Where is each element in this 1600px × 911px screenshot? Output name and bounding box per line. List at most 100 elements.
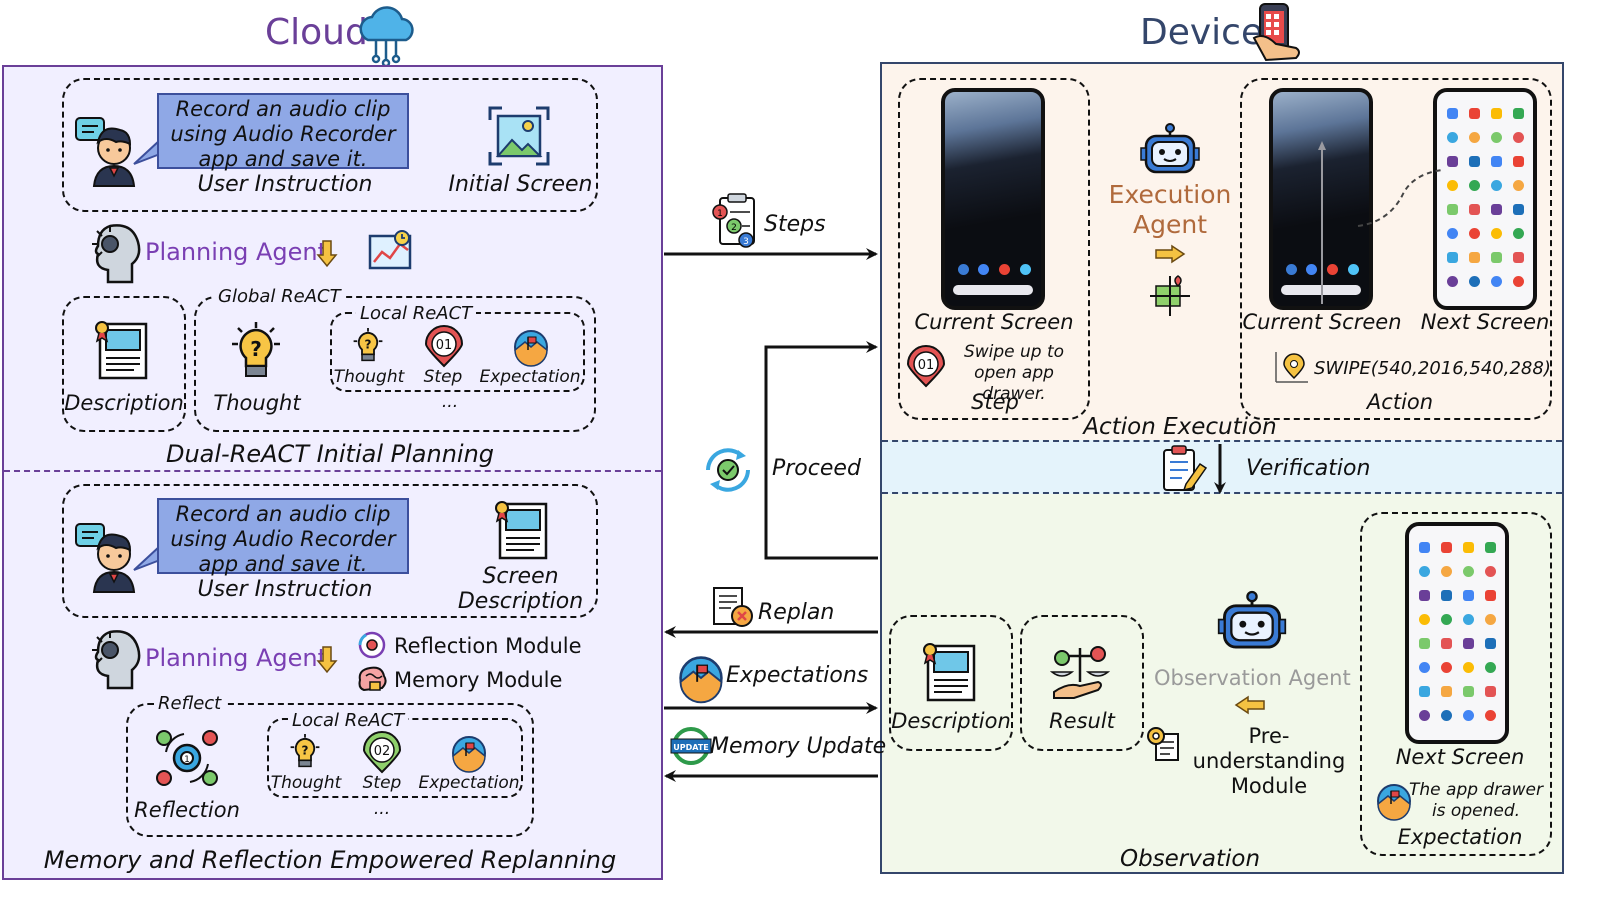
reflection-label: Reflection (134, 798, 240, 822)
cloud-divider (4, 470, 661, 472)
initial-screen-icon (488, 106, 550, 166)
pre-understanding-label: Pre-understanding Module (1192, 724, 1346, 798)
transition-dashed-arrow (1357, 169, 1443, 227)
thought-bulb-icon: ? (232, 322, 280, 377)
current-screen-label-2: Current Screen (1242, 310, 1402, 334)
user-avatar-icon-replan (75, 523, 136, 593)
replan-document-icon (713, 587, 753, 627)
memory-module-icon (358, 666, 387, 692)
app-icon (1469, 180, 1480, 191)
execution-agent-label: Execution Agent (1108, 180, 1232, 239)
app-icon (1419, 542, 1430, 553)
app-icon (1441, 542, 1452, 553)
expectation-label-device: Expectation (1397, 825, 1523, 849)
next-screen-phone (1433, 88, 1537, 310)
ellipsis-initial: ... (441, 392, 459, 412)
app-icon (1463, 566, 1474, 577)
app-icon (1485, 614, 1496, 625)
svg-text:1: 1 (717, 209, 723, 219)
step-label-replan: Step (362, 773, 402, 793)
app-icon (1419, 614, 1430, 625)
app-icon (1469, 108, 1480, 119)
cloud-panel (2, 65, 663, 880)
app-icon (1491, 276, 1502, 287)
reflection-module-label: Reflection Module (394, 634, 582, 658)
replan-label: Replan (758, 600, 835, 625)
expectation-target-icon-replan (452, 736, 486, 773)
execution-agent-robot-icon (1140, 123, 1200, 174)
section-title-initial-planning: Dual-ReACT Initial Planning (165, 440, 495, 468)
app-icon (1441, 638, 1452, 649)
expectations-label: Expectations (726, 663, 869, 688)
steps-label: Steps (764, 212, 826, 237)
expectation-label-replan: Expectation (418, 773, 520, 793)
svg-text:?: ? (302, 743, 309, 757)
arrow-left-icon (1234, 695, 1265, 715)
ellipsis-replan: ... (373, 799, 391, 819)
step-label-device: Step (971, 390, 1019, 414)
next-screen-label-observation: Next Screen (1395, 745, 1525, 769)
expectation-label-initial: Expectation (479, 367, 581, 387)
plan-chart-icon (368, 230, 412, 270)
app-icon (1513, 228, 1524, 239)
app-icon (1485, 686, 1496, 697)
update-badge: UPDATE (673, 743, 709, 752)
user-avatar-icon (75, 117, 136, 187)
observation-agent-label: Observation Agent (1154, 666, 1351, 690)
proceed-cycle-icon (706, 448, 750, 492)
current-screen-label: Current Screen (914, 310, 1074, 334)
arrow-right-icon (1155, 244, 1186, 264)
app-icon (1513, 132, 1524, 143)
instruction-bubble-initial: Record an audio clip using Audio Recorde… (157, 93, 409, 171)
action-box (1240, 78, 1552, 420)
memory-update-icon: UPDATE (670, 727, 712, 765)
app-icon (1447, 108, 1458, 119)
instruction-box-initial (62, 78, 598, 212)
global-react-box (194, 296, 596, 432)
cloud-title: Cloud (265, 12, 368, 53)
svg-text:2: 2 (731, 223, 737, 233)
app-icon (1513, 108, 1524, 119)
app-icon (1469, 252, 1480, 263)
initial-screen-label: Initial Screen (448, 172, 593, 197)
thought-bulb-small-icon-replan: ? (290, 734, 320, 768)
instruction-box-replan (62, 484, 598, 618)
app-icon (1447, 252, 1458, 263)
planning-agent-icon-replan (92, 630, 141, 690)
step-pin-icon-device: 01 (906, 345, 946, 388)
app-icon (1469, 276, 1480, 287)
app-icon (1513, 156, 1524, 167)
section-title-observation: Observation (1119, 846, 1261, 872)
app-icon (1491, 180, 1502, 191)
svg-text:3: 3 (743, 237, 749, 247)
swipe-arrow (1318, 141, 1326, 304)
app-icon (1419, 590, 1430, 601)
app-icon (1513, 180, 1524, 191)
result-scale-icon (1049, 646, 1111, 699)
axis-pin-icon (1275, 352, 1308, 383)
section-title-replanning: Memory and Reflection Empowered Replanni… (43, 846, 617, 874)
app-icon (1491, 156, 1502, 167)
user-instruction-label: User Instruction (197, 172, 373, 197)
app-icon (1447, 228, 1458, 239)
reflect-box (126, 703, 534, 837)
phone-hand-icon (1252, 3, 1300, 62)
observation-document-icon (923, 643, 976, 702)
thought-bulb-small-icon: ? (353, 328, 383, 362)
app-icon (1419, 638, 1430, 649)
arrow-down-icon-replan (316, 646, 338, 674)
next-screen-expectation-box (1360, 512, 1552, 856)
app-icon (1447, 156, 1458, 167)
app-icon (1419, 566, 1430, 577)
current-screen-step-box (898, 78, 1090, 420)
screen-description-label: Screen Description (457, 564, 584, 614)
app-icon (1463, 638, 1474, 649)
app-icon (1491, 204, 1502, 215)
app-icon (1485, 566, 1496, 577)
app-icon (1419, 662, 1430, 673)
app-icon (1463, 662, 1474, 673)
result-label: Result (1049, 709, 1115, 733)
step-badge-device: 01 (918, 358, 935, 373)
svg-text:?: ? (365, 337, 372, 351)
app-icon (1485, 710, 1496, 721)
